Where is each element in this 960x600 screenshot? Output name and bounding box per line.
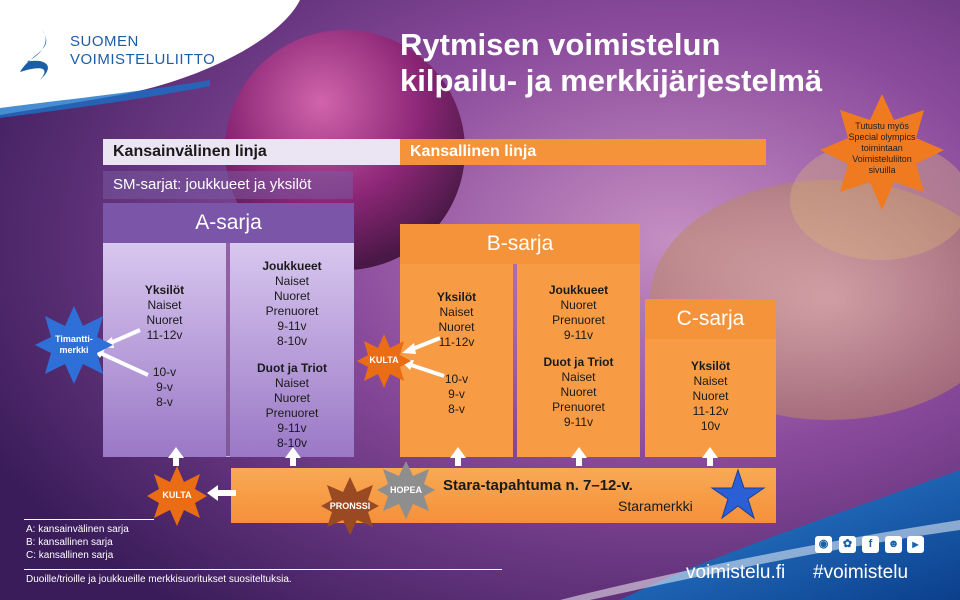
bronze-badge-label: PRONSSI bbox=[329, 501, 371, 511]
bronze-badge-icon bbox=[321, 477, 379, 535]
legend: A: kansainvälinen sarja B: kansallinen s… bbox=[26, 524, 129, 561]
sm-series-label: SM-sarjat: joukkueet ja yksilöt bbox=[103, 171, 353, 199]
series-c-individuals-col: Yksilöt Naiset Nuoret 11-12v 10v bbox=[645, 339, 776, 457]
stara-badge-label: Staramerkki bbox=[618, 498, 693, 514]
silver-badge-label: HOPEA bbox=[389, 485, 422, 495]
footer-url[interactable]: voimistelu.fi bbox=[686, 562, 786, 583]
series-b-title: B-sarja bbox=[400, 224, 640, 264]
stara-event-label: Stara-tapahtuma n. 7–12-v. bbox=[443, 477, 633, 494]
series-b-individuals-col: Yksilöt Naiset Nuoret 11-12v 10-v 9-v 8-… bbox=[400, 264, 513, 457]
diamond-badge-icon bbox=[35, 306, 113, 384]
series-b-teams-col: Joukkueet Nuoret Prenuoret 9-11v Duot ja… bbox=[517, 264, 640, 457]
series-a-title: A-sarja bbox=[103, 203, 354, 243]
logo-line2: VOIMISTELULIITTO bbox=[70, 51, 216, 68]
page-title-line2: kilpailu- ja merkkijärjestelmä bbox=[400, 63, 823, 98]
page-title-line1: Rytmisen voimistelun bbox=[400, 27, 721, 62]
legend-divider bbox=[24, 519, 154, 520]
gold-badge-bottom-icon bbox=[147, 466, 207, 526]
stara-bar bbox=[231, 468, 776, 523]
note-divider bbox=[24, 569, 502, 570]
special-olympics-star-icon bbox=[820, 94, 944, 210]
logo-swirl-icon bbox=[20, 30, 48, 80]
snapchat-icon[interactable]: ☻ bbox=[885, 536, 902, 553]
twitter-icon[interactable]: ✿ bbox=[839, 536, 856, 553]
silver-badge-icon bbox=[377, 461, 435, 519]
track-international: Kansainvälinen linja bbox=[103, 139, 401, 165]
footnote: Duoille/trioille ja joukkueille merkkisu… bbox=[26, 574, 292, 585]
footer-hashtag[interactable]: #voimistelu bbox=[813, 562, 909, 583]
youtube-icon[interactable]: ▶ bbox=[907, 536, 924, 553]
track-national: Kansallinen linja bbox=[400, 139, 766, 165]
series-a-teams-col: Joukkueet Naiset Nuoret Prenuoret 9-11v … bbox=[230, 243, 354, 457]
series-a-individuals-col: Yksilöt Naiset Nuoret 11-12v 10-v 9-v 8-… bbox=[103, 243, 226, 457]
logo-line1: SUOMEN bbox=[70, 33, 139, 50]
gold-badge-b-label: KULTA bbox=[369, 355, 399, 365]
stara-star-icon bbox=[710, 468, 766, 520]
series-c-title: C-sarja bbox=[645, 299, 776, 339]
instagram-icon[interactable]: ◉ bbox=[815, 536, 832, 553]
gold-badge-bottom-label: KULTA bbox=[162, 490, 192, 500]
gold-badge-b-icon bbox=[357, 334, 411, 388]
diamond-badge-label: Timantti- merkki bbox=[55, 334, 93, 355]
special-olympics-text: Tutustu myös Special olympics toimintaan… bbox=[848, 121, 916, 175]
facebook-icon[interactable]: f bbox=[862, 536, 879, 553]
